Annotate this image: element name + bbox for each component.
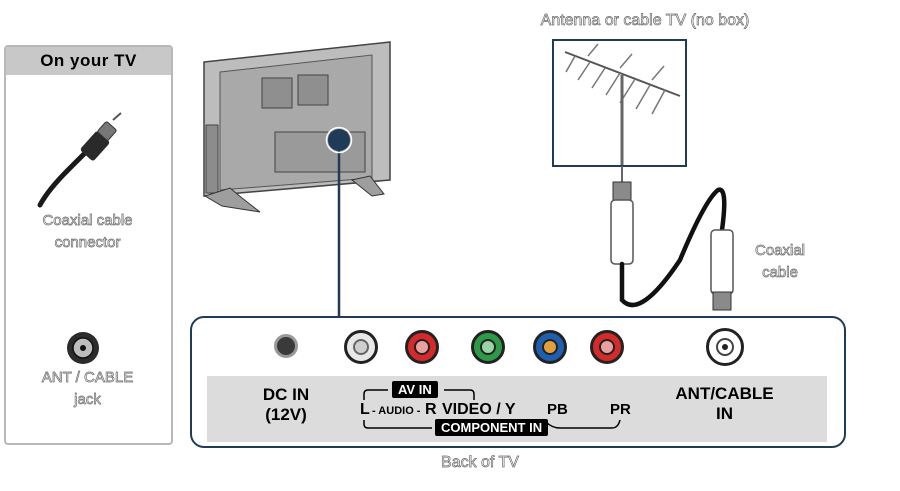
coaxial-cable-illustration xyxy=(610,166,734,311)
audio-r-label: R xyxy=(425,401,437,418)
coaxial-cable-label: Coaxial cable xyxy=(735,240,825,284)
ant-cable-in-label: ANT/CABLE IN xyxy=(662,384,787,424)
antenna-caption: Antenna or cable TV (no box) xyxy=(540,12,750,30)
pr-jack xyxy=(590,330,624,364)
pb-label: PB xyxy=(547,401,568,418)
dc-in-label-line2: (12V) xyxy=(265,405,307,424)
dc-in-label: DC IN (12V) xyxy=(256,385,316,425)
tv-back-illustration xyxy=(203,41,391,316)
audio-r-jack xyxy=(405,330,439,364)
on-your-tv-panel: On your TV xyxy=(4,45,173,445)
coax-connector-label-line2: connector xyxy=(54,234,121,252)
ant-cable-jack-label-line2: jack xyxy=(74,391,101,409)
ant-cable-in-jack xyxy=(706,328,744,366)
audio-l-label: L xyxy=(360,401,370,418)
ant-cable-jack-icon xyxy=(67,332,99,364)
av-in-label: AV IN xyxy=(392,381,438,398)
dc-in-label-line1: DC IN xyxy=(262,385,310,404)
video-y-label: VIDEO / Y xyxy=(442,401,516,418)
audio-l-jack xyxy=(344,330,378,364)
on-your-tv-title: On your TV xyxy=(6,47,171,75)
ant-cable-jack-label-line1: ANT / CABLE xyxy=(41,369,134,387)
coax-connector-label: Coaxial cable connector xyxy=(10,210,165,254)
ant-cable-jack-label: ANT / CABLE jack xyxy=(10,367,165,411)
pr-label: PR xyxy=(610,401,631,418)
coax-connector-label-line1: Coaxial cable xyxy=(42,212,133,230)
audio-label: - AUDIO - xyxy=(372,405,421,417)
back-of-tv-caption: Back of TV xyxy=(441,454,520,472)
back-of-tv-panel: DC IN (12V) AV IN L - AUDIO - R VIDEO / … xyxy=(190,316,846,448)
ant-cable-in-label-line1: ANT/CABLE xyxy=(675,384,774,403)
video-y-jack xyxy=(471,330,505,364)
dc-in-jack xyxy=(274,334,298,358)
coax-connector-icon xyxy=(37,112,122,208)
component-in-label: COMPONENT IN xyxy=(435,419,549,436)
coaxial-cable-label-line1: Coaxial xyxy=(754,242,806,260)
pb-jack xyxy=(533,330,567,364)
coaxial-cable-label-line2: cable xyxy=(762,264,799,282)
antenna-illustration xyxy=(552,39,687,167)
ant-cable-in-label-line2: IN xyxy=(716,404,733,423)
